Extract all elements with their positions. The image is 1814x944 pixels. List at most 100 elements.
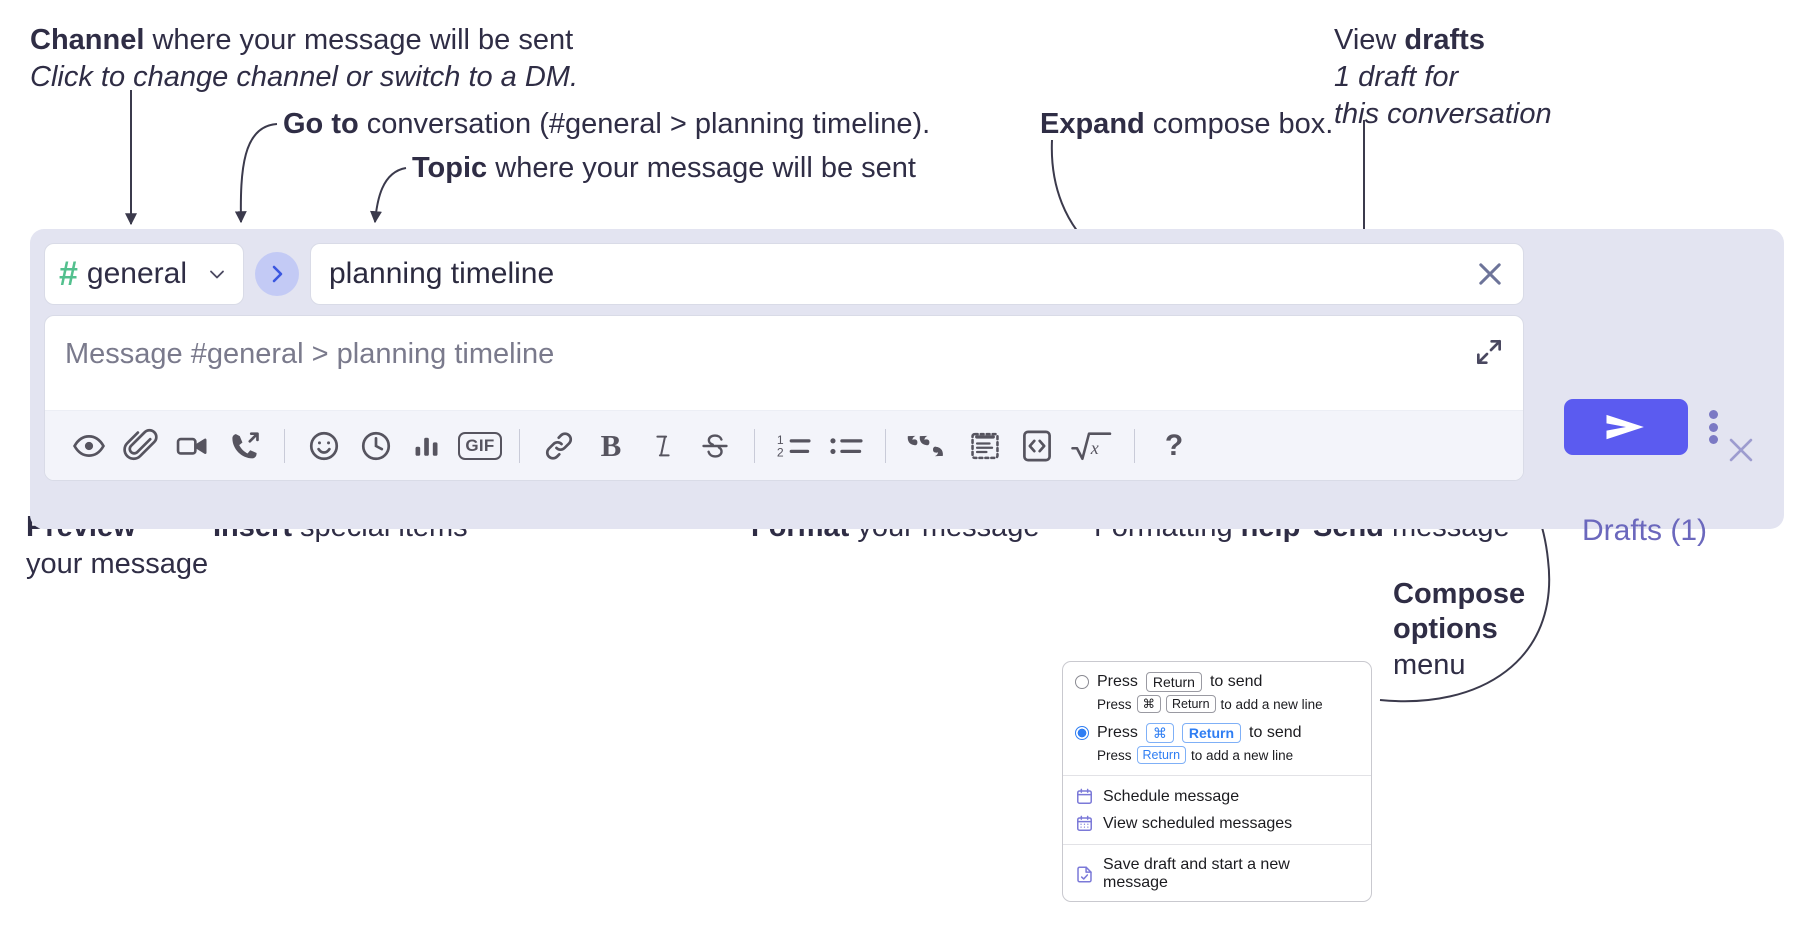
option2-press: Press xyxy=(1097,724,1138,741)
channel-name-label: general xyxy=(86,257,187,290)
kebab-dot xyxy=(1708,422,1718,432)
ordered-list-icon[interactable]: 1 2 xyxy=(768,420,820,472)
annotation-drafts-bold: drafts xyxy=(1404,24,1485,56)
poll-bar-chart-icon[interactable] xyxy=(402,420,454,472)
compose-options-dropdown: Press Return to send Press ⌘ Return to a… xyxy=(1062,661,1372,902)
document-check-icon xyxy=(1075,865,1094,884)
annotation-goto-bold: Go to xyxy=(283,108,359,140)
annotation-compose-options-line3: menu xyxy=(1393,648,1466,681)
option-return-to-send[interactable]: Press Return to send xyxy=(1063,670,1371,694)
compose-options-menu-button[interactable] xyxy=(1698,407,1728,447)
topic-input[interactable]: planning timeline xyxy=(310,243,1524,305)
formatting-help-icon[interactable]: ? xyxy=(1148,420,1200,472)
menu-item-label: View scheduled messages xyxy=(1103,814,1293,832)
svg-text:1: 1 xyxy=(777,433,784,447)
menu-item-view-scheduled-messages[interactable]: View scheduled messages xyxy=(1063,810,1371,837)
toolbar-divider xyxy=(519,428,520,463)
key-return: Return xyxy=(1181,723,1242,743)
annotation-topic: Topic where your message will be sent xyxy=(412,150,916,187)
key-return: Return xyxy=(1166,695,1216,713)
option2-tail: to send xyxy=(1249,724,1302,741)
strikethrough-icon[interactable] xyxy=(689,420,741,472)
svg-text:x: x xyxy=(1090,438,1099,458)
radio-button-selected[interactable] xyxy=(1075,726,1089,740)
annotation-compose-options-line1: Compose xyxy=(1393,578,1526,610)
close-icon[interactable] xyxy=(1724,433,1758,467)
chevron-down-icon xyxy=(205,262,229,286)
option1-tail: to send xyxy=(1209,673,1263,690)
annotation-expand: Expand compose box. xyxy=(1040,106,1333,143)
video-camera-icon[interactable] xyxy=(167,420,219,472)
kebab-dot xyxy=(1708,435,1718,444)
option1-sub-press: Press xyxy=(1097,696,1132,712)
annotation-drafts-italic2: this conversation xyxy=(1334,98,1552,131)
bulleted-list-icon[interactable] xyxy=(820,420,872,472)
phone-huddle-icon[interactable] xyxy=(219,420,271,472)
toolbar-divider xyxy=(284,428,285,463)
menu-divider xyxy=(1063,844,1371,845)
annotation-channel-bold: Channel xyxy=(30,24,145,56)
annotation-goto-rest: conversation (#general > planning timeli… xyxy=(358,108,931,140)
annotation-expand-rest: compose box. xyxy=(1144,108,1334,140)
option2-sub-press: Press xyxy=(1097,747,1132,763)
send-button[interactable] xyxy=(1564,399,1688,455)
bold-label: B xyxy=(600,427,622,463)
annotation-expand-bold: Expand xyxy=(1040,108,1145,140)
chevron-right-icon xyxy=(272,265,283,283)
menu-item-save-draft[interactable]: Save draft and start a new message xyxy=(1063,852,1371,901)
annotation-drafts-italic1: 1 draft for xyxy=(1334,61,1459,94)
clock-reminder-icon[interactable] xyxy=(350,420,402,472)
expand-compose-icon[interactable] xyxy=(1473,336,1505,368)
toolbar-divider xyxy=(754,428,755,463)
drafts-link[interactable]: Drafts (1) xyxy=(1582,514,1708,547)
annotation-channel-italic: Click to change channel or switch to a D… xyxy=(30,61,579,94)
key-return: Return xyxy=(1145,672,1202,692)
emoji-smiley-icon[interactable] xyxy=(298,420,350,472)
annotation-drafts: View drafts 1 draft for this conversatio… xyxy=(1334,22,1552,133)
math-formula-icon[interactable]: x xyxy=(1063,420,1121,472)
italic-icon[interactable] xyxy=(637,420,689,472)
compose-inner: # general planning timeline Message #gen… xyxy=(44,243,1524,481)
key-command: ⌘ xyxy=(1136,695,1162,713)
kebab-dot xyxy=(1708,410,1718,419)
option2-sub-tail: to add a new line xyxy=(1191,747,1294,763)
menu-item-schedule-message[interactable]: Schedule message xyxy=(1063,783,1371,810)
channel-selector[interactable]: # general xyxy=(44,243,244,305)
annotation-channel: Channel where your message will be sent … xyxy=(30,22,578,96)
hash-icon: # xyxy=(59,255,78,293)
toolbar-divider xyxy=(1134,428,1135,463)
annotation-drafts-lead: View xyxy=(1334,24,1405,56)
option1-hint: Press ⌘ Return to add a new line xyxy=(1063,694,1371,717)
attachment-paperclip-icon[interactable] xyxy=(115,420,167,472)
option1-press: Press xyxy=(1097,673,1138,690)
toolbar-divider xyxy=(885,428,886,463)
goto-conversation-button[interactable] xyxy=(255,252,299,296)
menu-item-label: Save draft and start a new message xyxy=(1103,856,1290,891)
code-block-icon[interactable] xyxy=(959,420,1011,472)
option2-hint: Press Return to add a new line xyxy=(1063,745,1371,768)
bold-icon[interactable]: B xyxy=(585,420,637,472)
annotation-compose-options: Compose options menu xyxy=(1393,577,1525,683)
message-input-box[interactable]: Message #general > planning timeline xyxy=(44,315,1524,481)
topic-value: planning timeline xyxy=(329,257,555,290)
annotation-topic-bold: Topic xyxy=(412,152,488,184)
blockquote-icon[interactable] xyxy=(899,420,959,472)
inline-code-icon[interactable] xyxy=(1011,420,1063,472)
compose-panel: # general planning timeline Message #gen… xyxy=(30,229,1784,547)
help-label: ? xyxy=(1164,428,1184,462)
key-return: Return xyxy=(1136,746,1187,764)
calendar-grid-icon xyxy=(1075,814,1094,833)
svg-text:2: 2 xyxy=(777,445,784,459)
menu-item-label: Schedule message xyxy=(1103,787,1240,805)
radio-button[interactable] xyxy=(1075,675,1089,689)
annotation-channel-rest: where your message will be sent xyxy=(144,24,574,56)
annotation-compose-options-line2: options xyxy=(1393,613,1498,646)
send-paper-plane-icon xyxy=(1606,414,1644,440)
option-cmd-return-to-send[interactable]: Press ⌘ Return to send xyxy=(1063,721,1371,745)
formatting-toolbar: GIF B xyxy=(45,410,1523,480)
compose-header-row: # general planning timeline xyxy=(44,243,1524,305)
clear-topic-icon[interactable] xyxy=(1473,257,1507,291)
gif-icon[interactable]: GIF xyxy=(454,420,506,472)
link-icon[interactable] xyxy=(533,420,585,472)
preview-eye-icon[interactable] xyxy=(63,420,115,472)
